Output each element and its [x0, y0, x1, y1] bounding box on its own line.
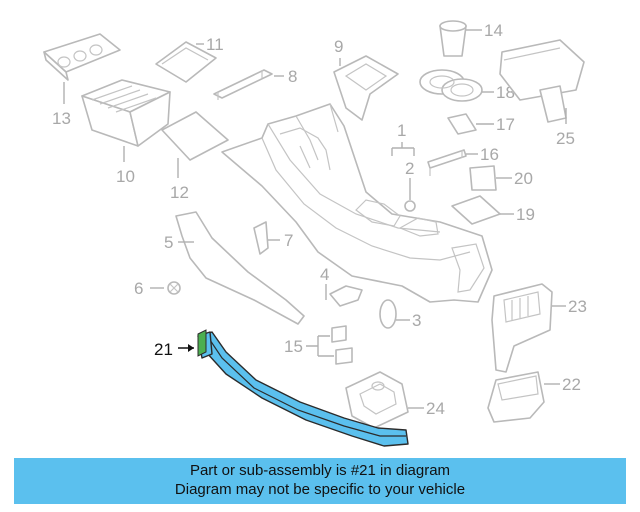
- part-17-clip: 17: [447, 113, 515, 135]
- part-number-8: 8: [288, 67, 297, 86]
- part-9-bezel: 9: [333, 37, 399, 121]
- part-23-vent: 23: [491, 283, 587, 373]
- part-number-2: 2: [405, 159, 414, 178]
- part-number-24: 24: [426, 399, 445, 418]
- part-number-3: 3: [412, 311, 421, 330]
- part-number-11: 11: [206, 35, 224, 54]
- part-15-blocks: 15: [284, 325, 353, 365]
- part-number-14: 14: [484, 21, 503, 40]
- banner-line-2: Diagram may not be specific to your vehi…: [174, 481, 466, 498]
- part-number-1: 1: [397, 121, 406, 140]
- part-13-trim-panel: 13: [43, 33, 121, 128]
- part-number-12: 12: [170, 183, 189, 202]
- part-12-mat: 12: [161, 111, 229, 202]
- part-number-15: 15: [284, 337, 303, 356]
- part-11-tray: 11: [155, 35, 224, 83]
- part-number-6: 6: [134, 279, 143, 298]
- part-25-armrest: 25: [499, 39, 585, 148]
- part-24-shifter: 24: [345, 371, 445, 429]
- part-1-2-callouts: 1 2: [391, 121, 416, 212]
- part-number-4: 4: [320, 265, 329, 284]
- part-20-bracket: 20: [469, 165, 533, 191]
- part-number-9: 9: [334, 37, 343, 56]
- part-number-25: 25: [556, 129, 575, 148]
- main-console: [221, 103, 493, 303]
- part-number-22: 22: [562, 375, 581, 394]
- part-10-grille-box: 10: [81, 79, 171, 186]
- part-19-pad: 19: [451, 195, 535, 225]
- part-number-5: 5: [164, 233, 173, 252]
- part-number-23: 23: [568, 297, 587, 316]
- part-number-7: 7: [284, 231, 293, 250]
- info-banner: Part or sub-assembly is #21 in diagram D…: [14, 458, 626, 504]
- part-14-cup: 14: [439, 20, 503, 57]
- part-16-bar-bracket: 16: [427, 145, 499, 176]
- part-22-pocket: 22: [487, 371, 581, 423]
- part-number-13: 13: [52, 109, 71, 128]
- part-number-16: 16: [480, 145, 499, 164]
- part-4-bracket: 4: [320, 265, 363, 307]
- banner-line-1: Part or sub-assembly is #21 in diagram: [189, 462, 451, 479]
- part-number-17: 17: [496, 115, 515, 134]
- part-number-21: 21: [154, 340, 173, 359]
- part-8-bracket: 8: [213, 67, 297, 100]
- part-number-19: 19: [516, 205, 535, 224]
- part-18-cupholder: 18: [419, 69, 515, 102]
- part-number-20: 20: [514, 169, 533, 188]
- part-5-side-panel: 5: [164, 211, 305, 325]
- part-21-air-duct: 21: [154, 329, 409, 447]
- part-3-cap: 3: [379, 299, 421, 330]
- part-7-clip: 7: [253, 221, 293, 255]
- part-number-10: 10: [116, 167, 135, 186]
- part-6-screw: 6: [134, 279, 181, 298]
